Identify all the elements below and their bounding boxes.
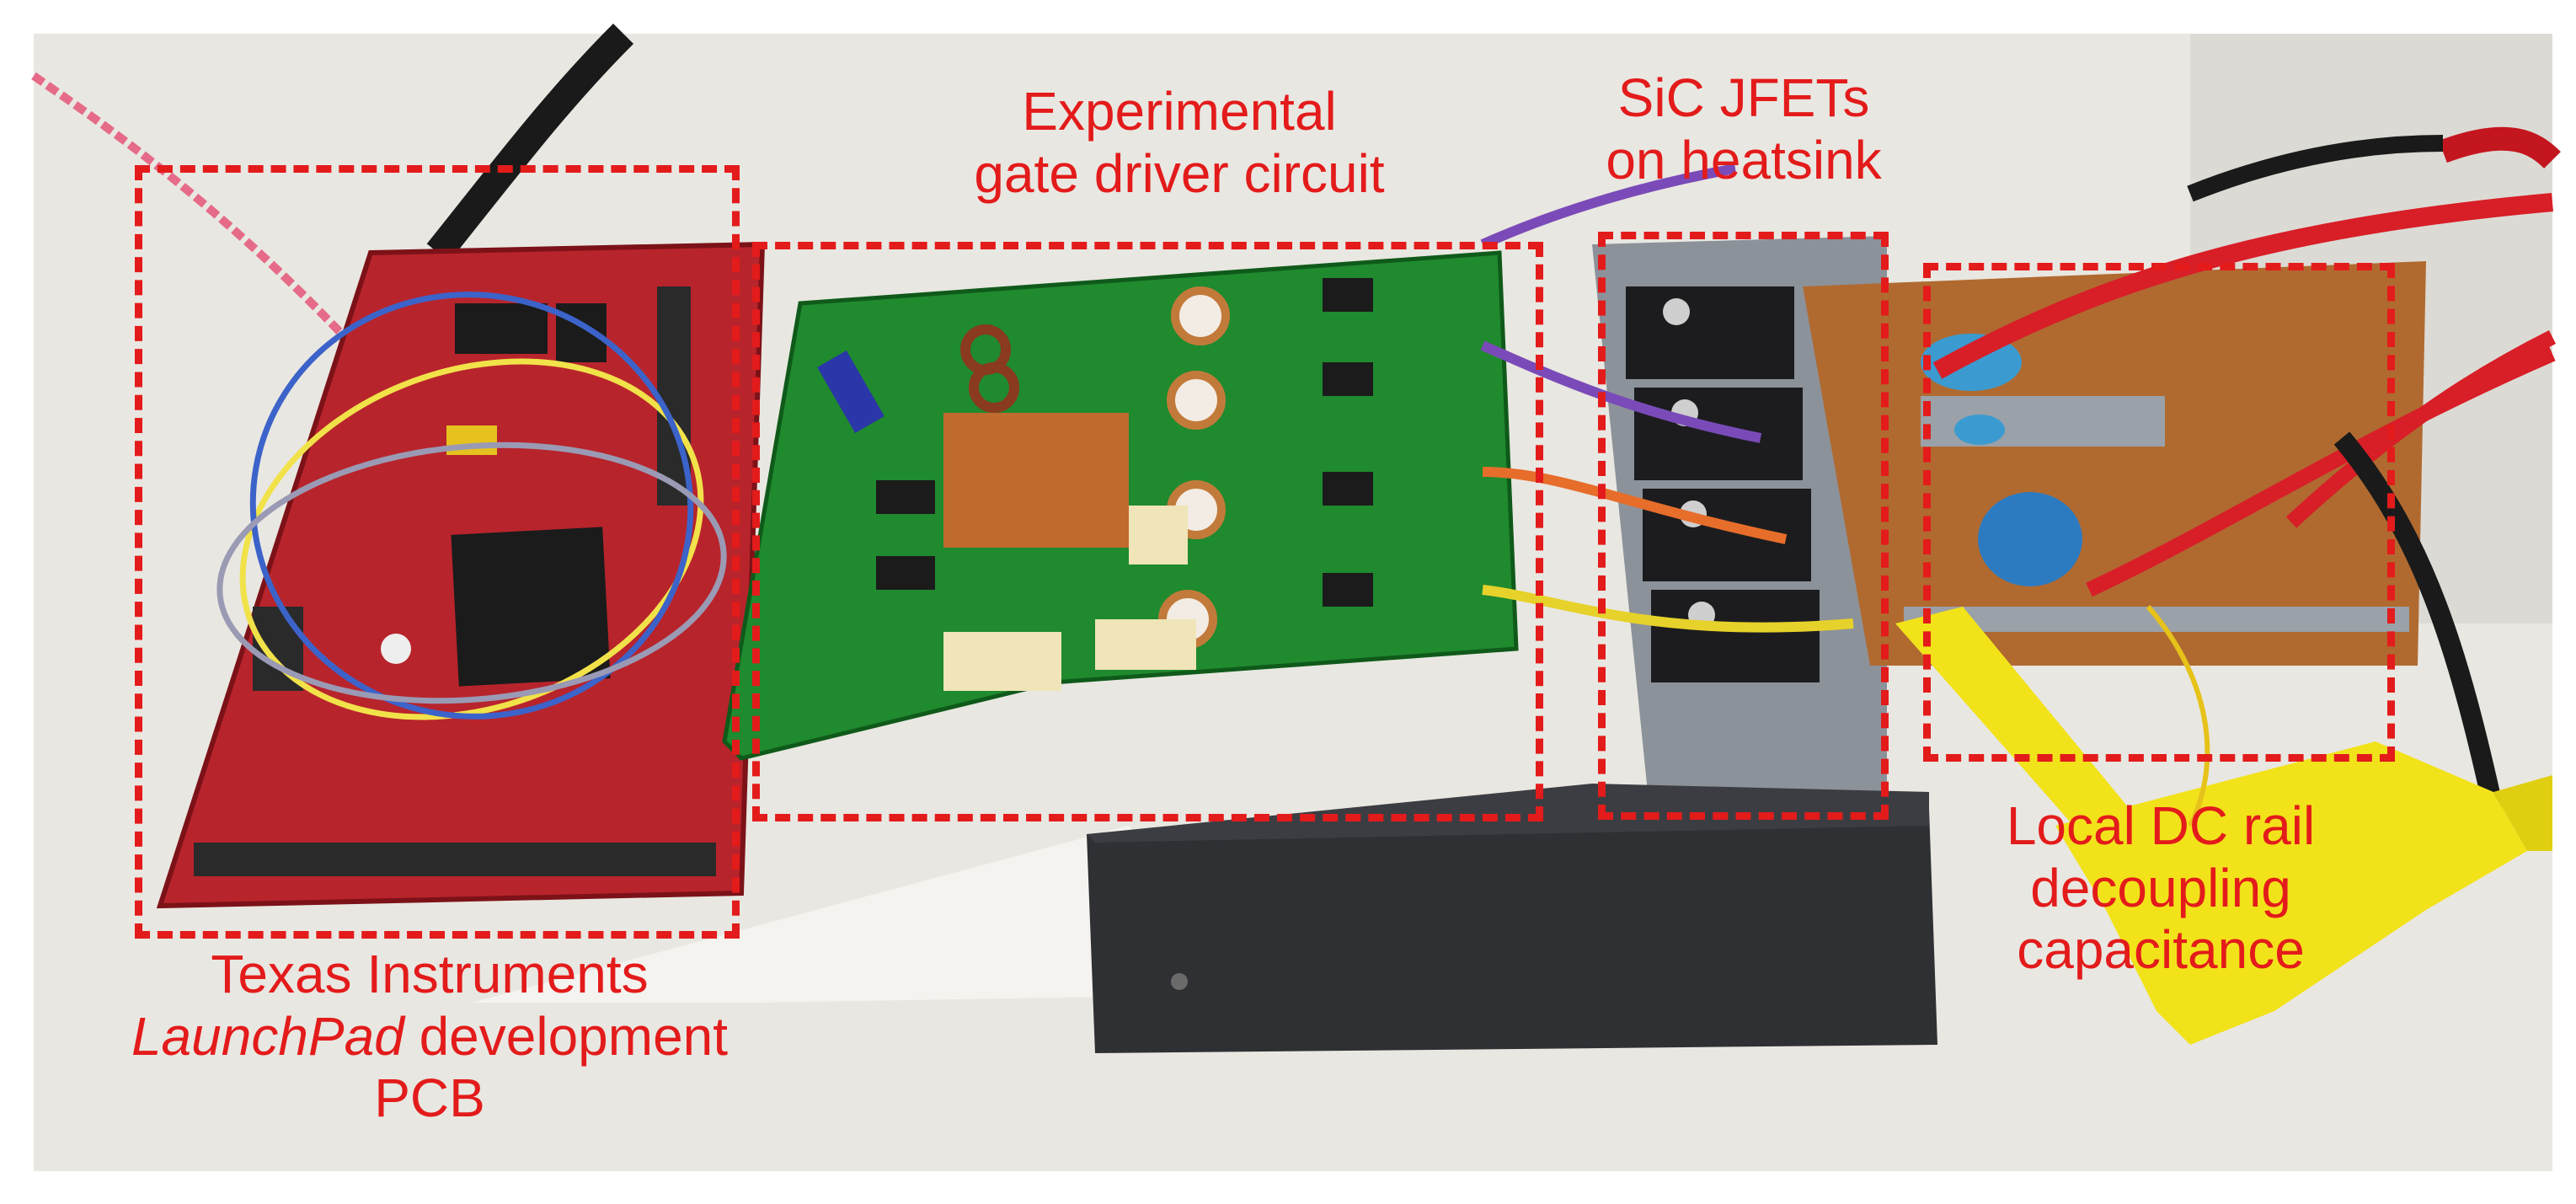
probe-clip-yellow bbox=[1895, 607, 2552, 1045]
gate-driver-box bbox=[752, 242, 1543, 821]
decoupling-box bbox=[1923, 263, 2395, 762]
label-decoupling: Local DC rail decoupling capacitance bbox=[2006, 795, 2316, 981]
launchpad-box bbox=[135, 165, 740, 939]
gate-driver-pcb bbox=[722, 250, 1519, 761]
paper-sheet bbox=[472, 826, 1264, 1003]
launchpad-pcb bbox=[156, 241, 766, 909]
heatsink bbox=[1087, 236, 1937, 1053]
usb-cable bbox=[426, 23, 634, 262]
label-gate-driver: Experimental gate driver circuit bbox=[974, 81, 1385, 204]
label-launchpad: Texas Instruments LaunchPad development … bbox=[131, 944, 729, 1129]
label-jfets: SiC JFETs on heatsink bbox=[1606, 67, 1882, 190]
jfets-box bbox=[1598, 232, 1889, 820]
